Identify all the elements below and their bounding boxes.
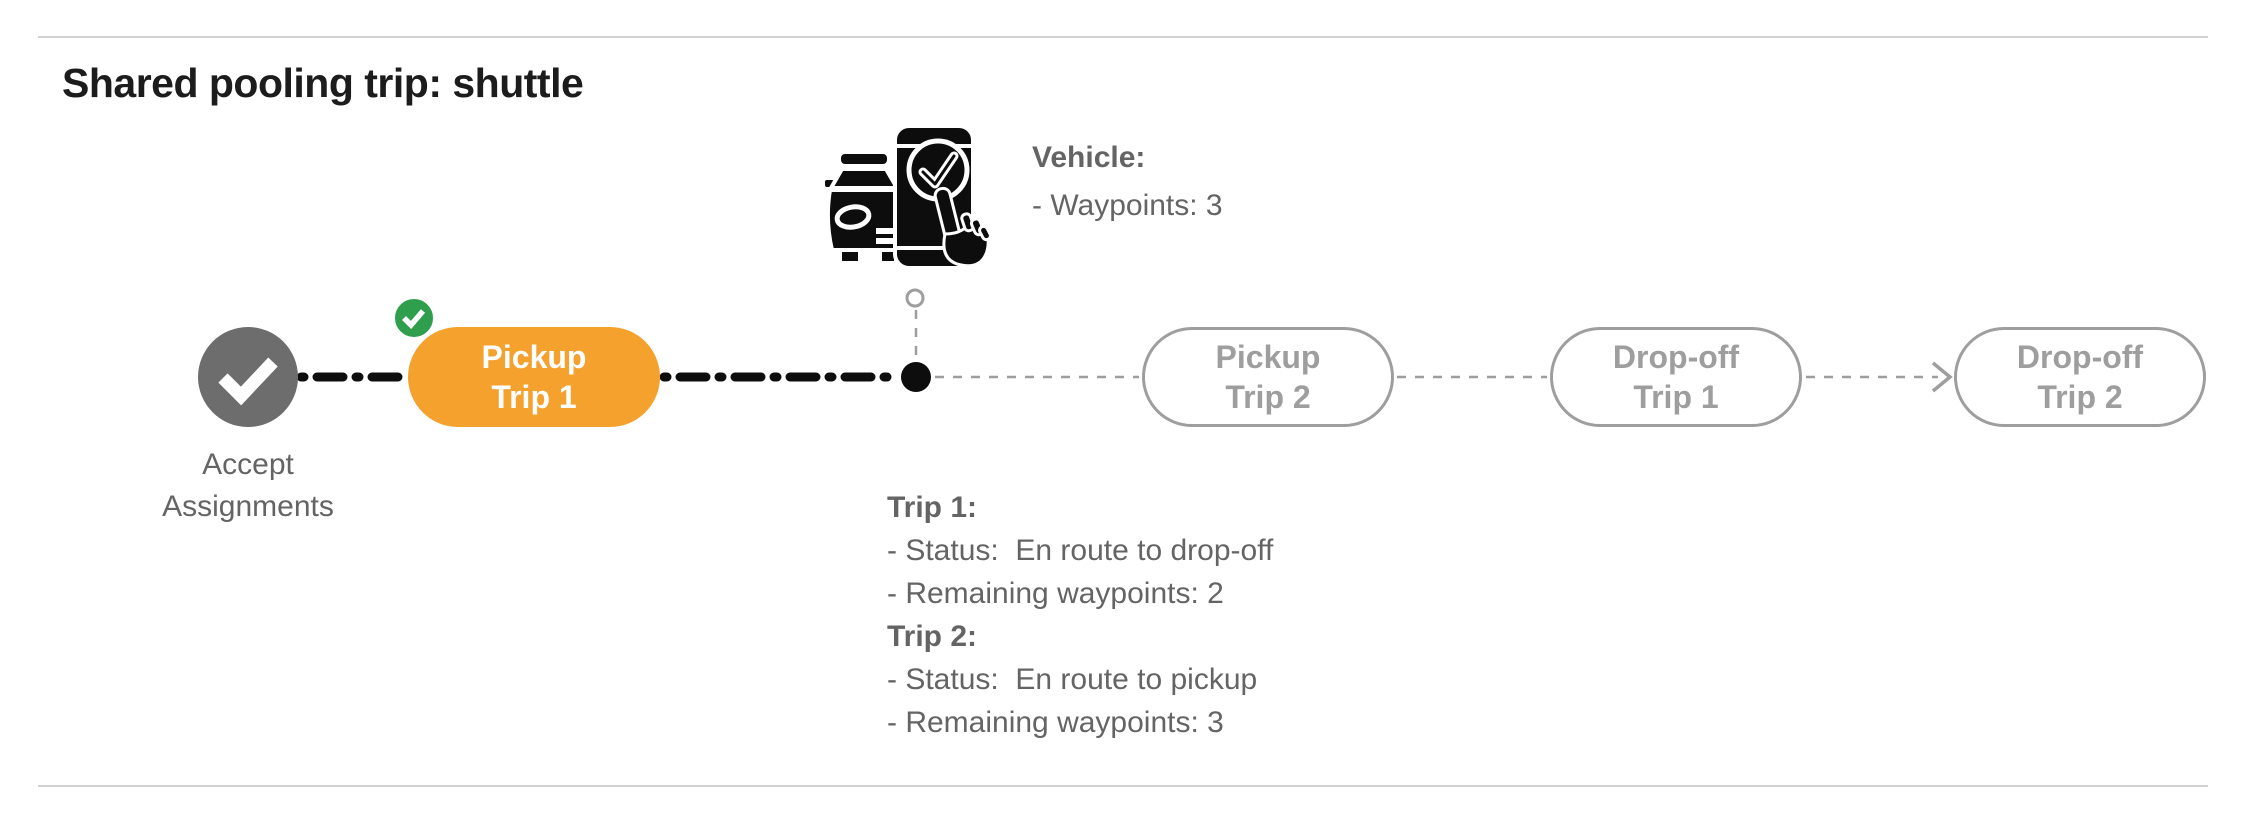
bottom-divider xyxy=(38,785,2208,787)
top-divider xyxy=(38,36,2208,38)
completed-badge xyxy=(392,296,436,340)
trip1-status-line: - Status: En route to drop-off xyxy=(887,534,1274,567)
vehicle-waypoints-line: - Waypoints: 3 xyxy=(1032,189,1223,222)
trip2-heading: Trip 2: xyxy=(887,620,978,653)
vehicle-info-heading: Vehicle: xyxy=(1032,141,1146,174)
check-icon xyxy=(218,357,278,406)
check-icon xyxy=(402,309,426,330)
node-pickup-trip-2: Pickup Trip 2 xyxy=(1142,327,1394,427)
node-accept-assignments xyxy=(198,327,298,427)
arrow-icon xyxy=(1931,361,1953,393)
page-title: Shared pooling trip: shuttle xyxy=(62,60,584,106)
vehicle-stem-circle xyxy=(905,288,925,308)
trip1-heading: Trip 1: xyxy=(887,491,978,524)
vehicle-phone-check-icon xyxy=(818,122,992,278)
vehicle-position-dot xyxy=(901,362,931,392)
trip1-waypoints-line: - Remaining waypoints: 2 xyxy=(887,577,1224,610)
node-pickup-trip-1: Pickup Trip 1 xyxy=(408,327,660,427)
trip2-status-line: - Status: En route to pickup xyxy=(887,663,1258,696)
accept-assignments-label: Accept Assignments xyxy=(162,448,334,523)
node-dropoff-trip-2: Drop-off Trip 2 xyxy=(1954,327,2206,427)
vehicle-phone-check-icon xyxy=(821,124,992,270)
trip-status-block: Trip 1: - Status: En route to drop-off -… xyxy=(887,486,1273,744)
vehicle-info-block: Vehicle: - Waypoints: 3 xyxy=(1032,134,1223,230)
node-dropoff-trip-1: Drop-off Trip 1 xyxy=(1550,327,1802,427)
trip2-waypoints-line: - Remaining waypoints: 3 xyxy=(887,706,1224,739)
